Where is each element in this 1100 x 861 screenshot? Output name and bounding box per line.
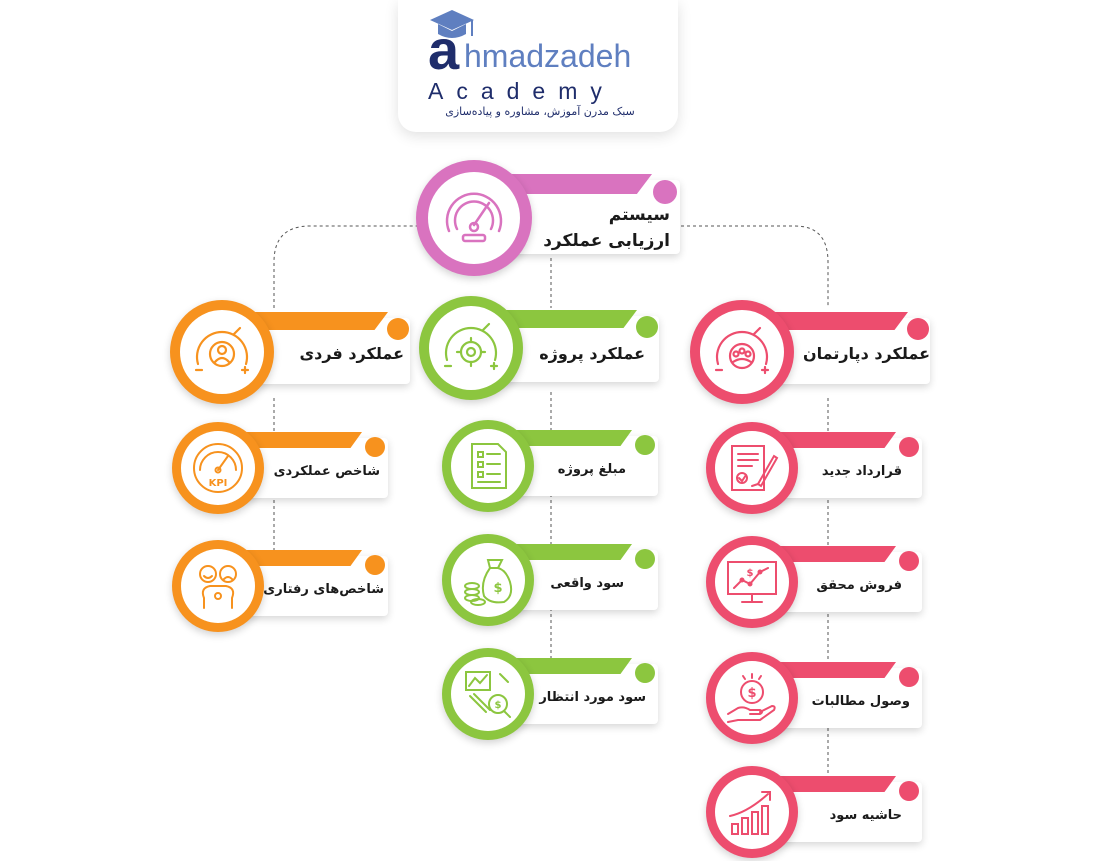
svg-text:$: $: [747, 686, 756, 701]
item-label: سود واقعی: [550, 576, 624, 591]
user-gauge-icon: [194, 326, 250, 375]
item-band: [504, 430, 632, 446]
item-ring: $: [442, 648, 534, 740]
item-department-3: $ وصول مطالبات: [704, 652, 926, 744]
item-band: [504, 658, 632, 674]
item-ring: $: [706, 536, 798, 628]
item-project-3: $ سود مورد انتظار: [440, 648, 662, 740]
item-band: [768, 662, 896, 678]
item-ring: $: [706, 652, 798, 744]
item-dot: [365, 555, 385, 575]
branch-band: [758, 312, 908, 330]
item-dot: [635, 435, 655, 455]
branch-dot: [387, 318, 409, 340]
item-individual-2: شاخص‌های رفتاری: [170, 540, 392, 632]
svg-text:KPI: KPI: [209, 478, 228, 489]
item-band: [768, 546, 896, 562]
item-dot: [365, 437, 385, 457]
item-dot: [899, 437, 919, 457]
svg-text:$: $: [747, 568, 754, 579]
branch-ring: [419, 296, 523, 400]
branch-individual: عملکرد فردی: [168, 300, 418, 404]
item-band: [234, 550, 362, 566]
item-project-2: $ سود واقعی: [440, 534, 662, 626]
item-label: شاخص عملکردی: [273, 464, 380, 479]
item-label: مبلغ پروژه: [557, 462, 626, 477]
graduation-cap-icon: [430, 10, 474, 38]
item-project-1: مبلغ پروژه: [440, 420, 662, 512]
svg-text:$: $: [493, 581, 502, 596]
item-dot: [899, 781, 919, 801]
speedometer-icon: [445, 192, 503, 243]
root-dot: [653, 180, 677, 204]
growth-chart-icon: [729, 791, 771, 835]
branch-band: [238, 312, 388, 330]
gear-gauge-icon: [443, 322, 499, 371]
branch-project-label: عملکرد پروژه: [539, 344, 645, 363]
logo-academy: Academy: [428, 78, 615, 104]
item-label: قرارداد جدید: [821, 464, 902, 479]
item-ring: [172, 540, 264, 632]
root-ring: [416, 160, 532, 276]
item-department-1: قرارداد جدید: [704, 422, 926, 514]
logo-tagline: سبک مدرن آموزش، مشاوره و پیاده‌سازی: [445, 105, 635, 118]
root-band: [484, 174, 652, 194]
item-ring: $: [442, 534, 534, 626]
item-band: [768, 776, 896, 792]
coin-hand-icon: $: [727, 673, 776, 723]
item-ring: [706, 766, 798, 858]
svg-text:$: $: [495, 700, 502, 711]
root-label-line1: سیستم: [608, 205, 670, 225]
item-dot: [635, 549, 655, 569]
logo-name: hmadzadeh: [464, 38, 632, 74]
item-band: [768, 432, 896, 448]
item-band: [504, 544, 632, 560]
item-dot: [899, 551, 919, 571]
item-label: شاخص‌های رفتاری: [263, 582, 384, 597]
money-bag-icon: $: [464, 559, 513, 606]
logo-card: a hmadzadeh Academy سبک مدرن آموزش، مشاو…: [398, 0, 678, 132]
item-department-2: $ فروش محقق: [704, 536, 926, 628]
team-gauge-icon: [714, 326, 770, 375]
root-label: سیستم ارزیابی عملکرد: [543, 202, 670, 254]
sales-monitor-icon: $: [727, 561, 777, 603]
item-department-4: حاشیه سود: [704, 766, 926, 858]
root-label-line2: ارزیابی عملکرد: [543, 231, 670, 251]
contract-icon: [731, 445, 779, 491]
item-individual-1: KPI شاخص عملکردی: [170, 422, 392, 514]
kpi-gauge-icon: KPI: [193, 443, 243, 493]
branch-ring: [170, 300, 274, 404]
item-ring: [442, 420, 534, 512]
branch-department: عملکرد دپارتمان: [688, 300, 938, 404]
emotions-head-icon: [199, 565, 237, 609]
branch-dot: [636, 316, 658, 338]
item-label: سود مورد انتظار: [539, 690, 646, 705]
branch-project: عملکرد پروژه: [417, 296, 667, 400]
branch-band: [487, 310, 637, 328]
item-ring: [706, 422, 798, 514]
branch-dot: [907, 318, 929, 340]
item-band: [234, 432, 362, 448]
item-label: حاشیه سود: [829, 808, 902, 823]
branch-individual-label: عملکرد فردی: [299, 344, 404, 363]
analysis-icon: $: [465, 671, 511, 718]
item-dot: [899, 667, 919, 687]
branch-department-label: عملکرد دپارتمان: [802, 344, 930, 363]
invoice-icon: [471, 443, 507, 489]
item-ring: KPI: [172, 422, 264, 514]
item-label: وصول مطالبات: [811, 694, 910, 709]
branch-ring: [690, 300, 794, 404]
item-label: فروش محقق: [816, 578, 902, 593]
item-dot: [635, 663, 655, 683]
root-node: سیستم ارزیابی عملکرد: [412, 160, 692, 280]
logo-letter-a: a: [428, 18, 460, 81]
